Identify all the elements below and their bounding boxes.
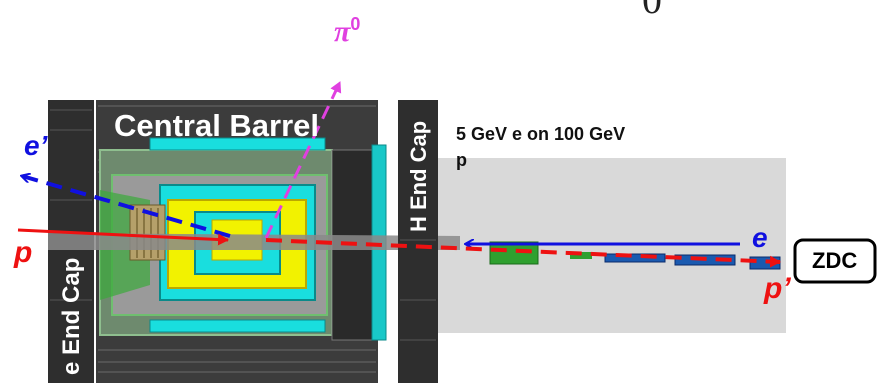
e-label: e bbox=[752, 222, 768, 253]
h-end-cap-label: H End Cap bbox=[406, 120, 431, 232]
pi0-track bbox=[264, 81, 342, 239]
zdc-box bbox=[793, 238, 877, 284]
p-label: p bbox=[14, 236, 33, 269]
e-end-cap-lines bbox=[50, 109, 92, 301]
e-prime-track bbox=[22, 176, 231, 238]
partial-glyph: 0 bbox=[642, 0, 662, 23]
central-barrel-label: Central Barrel bbox=[114, 108, 320, 143]
cyan-bar-bottom bbox=[149, 319, 326, 333]
beam-note-line2: p bbox=[456, 150, 467, 170]
cyan-bar-top bbox=[149, 137, 326, 151]
beam-note-line1: 5 GeV e on 100 GeV bbox=[456, 124, 626, 144]
e-end-cap-label: e End Cap bbox=[58, 257, 85, 375]
pi0-superscript: 0 bbox=[350, 14, 361, 34]
pi0-symbol: π bbox=[334, 15, 351, 48]
forward-magnet-3 bbox=[604, 253, 666, 263]
h-end-cap-lines bbox=[400, 239, 436, 341]
forward-magnet-1 bbox=[489, 241, 539, 265]
zdc-label: ZDC bbox=[812, 248, 858, 273]
p-prime-track bbox=[265, 238, 781, 268]
h-end-cap-slab bbox=[398, 100, 438, 383]
forward-magnet-2 bbox=[570, 252, 592, 259]
p-prime-label: p’ bbox=[764, 272, 791, 305]
pi0-label: π0 bbox=[334, 14, 360, 49]
incoming-p-track bbox=[17, 228, 229, 246]
e-prime-label: e’ bbox=[24, 130, 48, 161]
